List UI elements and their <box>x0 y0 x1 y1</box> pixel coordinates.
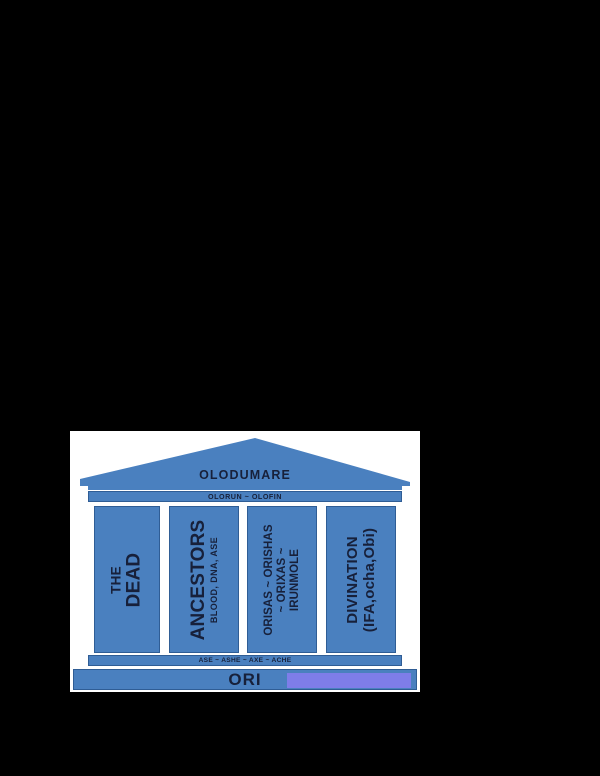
column-the-dead: THE DEAD <box>94 506 160 653</box>
pediment: OLODUMARE <box>80 438 410 486</box>
column-divination-text: DIVINATION (IFA,ocha,Obi) <box>343 508 378 651</box>
colonnade: THE DEAD ANCESTORS BLOOD, DNA, ASE ORISA… <box>94 506 396 653</box>
column-divination-line-1: DIVINATION <box>343 535 361 624</box>
column-the-dead-text: THE DEAD <box>108 508 145 651</box>
column-ancestors-line-2: BLOOD, DNA, ASE <box>208 536 219 623</box>
column-orishas-text: ORISAS ~ ORISHAS ~ ORIXAS ~ IRUNMOLE <box>263 508 301 651</box>
column-ancestors-text: ANCESTORS BLOOD, DNA, ASE <box>187 508 219 651</box>
pediment-label: OLODUMARE <box>199 467 291 482</box>
architrave-band: OLORUN ~ OLOFIN <box>88 491 402 502</box>
column-divination-line-2: (IFA,ocha,Obi) <box>360 527 378 632</box>
column-the-dead-line-1: THE <box>108 565 124 594</box>
column-ancestors-line-1: ANCESTORS <box>187 519 209 640</box>
architrave-label: OLORUN ~ OLOFIN <box>208 492 282 501</box>
pediment-triangle-icon <box>80 438 410 486</box>
column-the-dead-line-2: DEAD <box>123 552 145 607</box>
column-orishas: ORISAS ~ ORISHAS ~ ORIXAS ~ IRUNMOLE <box>247 506 318 653</box>
column-orishas-line-3: IRUNMOLE <box>289 548 302 611</box>
temple-diagram: OLODUMARE OLORUN ~ OLOFIN THE DEAD <box>70 431 420 692</box>
text-selection-highlight[interactable] <box>287 673 411 688</box>
column-orishas-line-2: ~ ORIXAS ~ <box>276 547 289 612</box>
stylobate-label: ASE ~ ASHE ~ AXE ~ ACHE <box>198 657 292 664</box>
base-label: ORI <box>228 670 262 689</box>
column-ancestors: ANCESTORS BLOOD, DNA, ASE <box>168 506 239 653</box>
cornice-bar <box>88 486 402 490</box>
column-orishas-line-1: ORISAS ~ ORISHAS <box>263 523 276 636</box>
column-divination: DIVINATION (IFA,ocha,Obi) <box>325 506 396 653</box>
stylobate-band: ASE ~ ASHE ~ AXE ~ ACHE <box>88 655 402 666</box>
base-band: ORI <box>73 669 417 690</box>
figure-canvas: OLODUMARE OLORUN ~ OLOFIN THE DEAD <box>70 431 420 692</box>
